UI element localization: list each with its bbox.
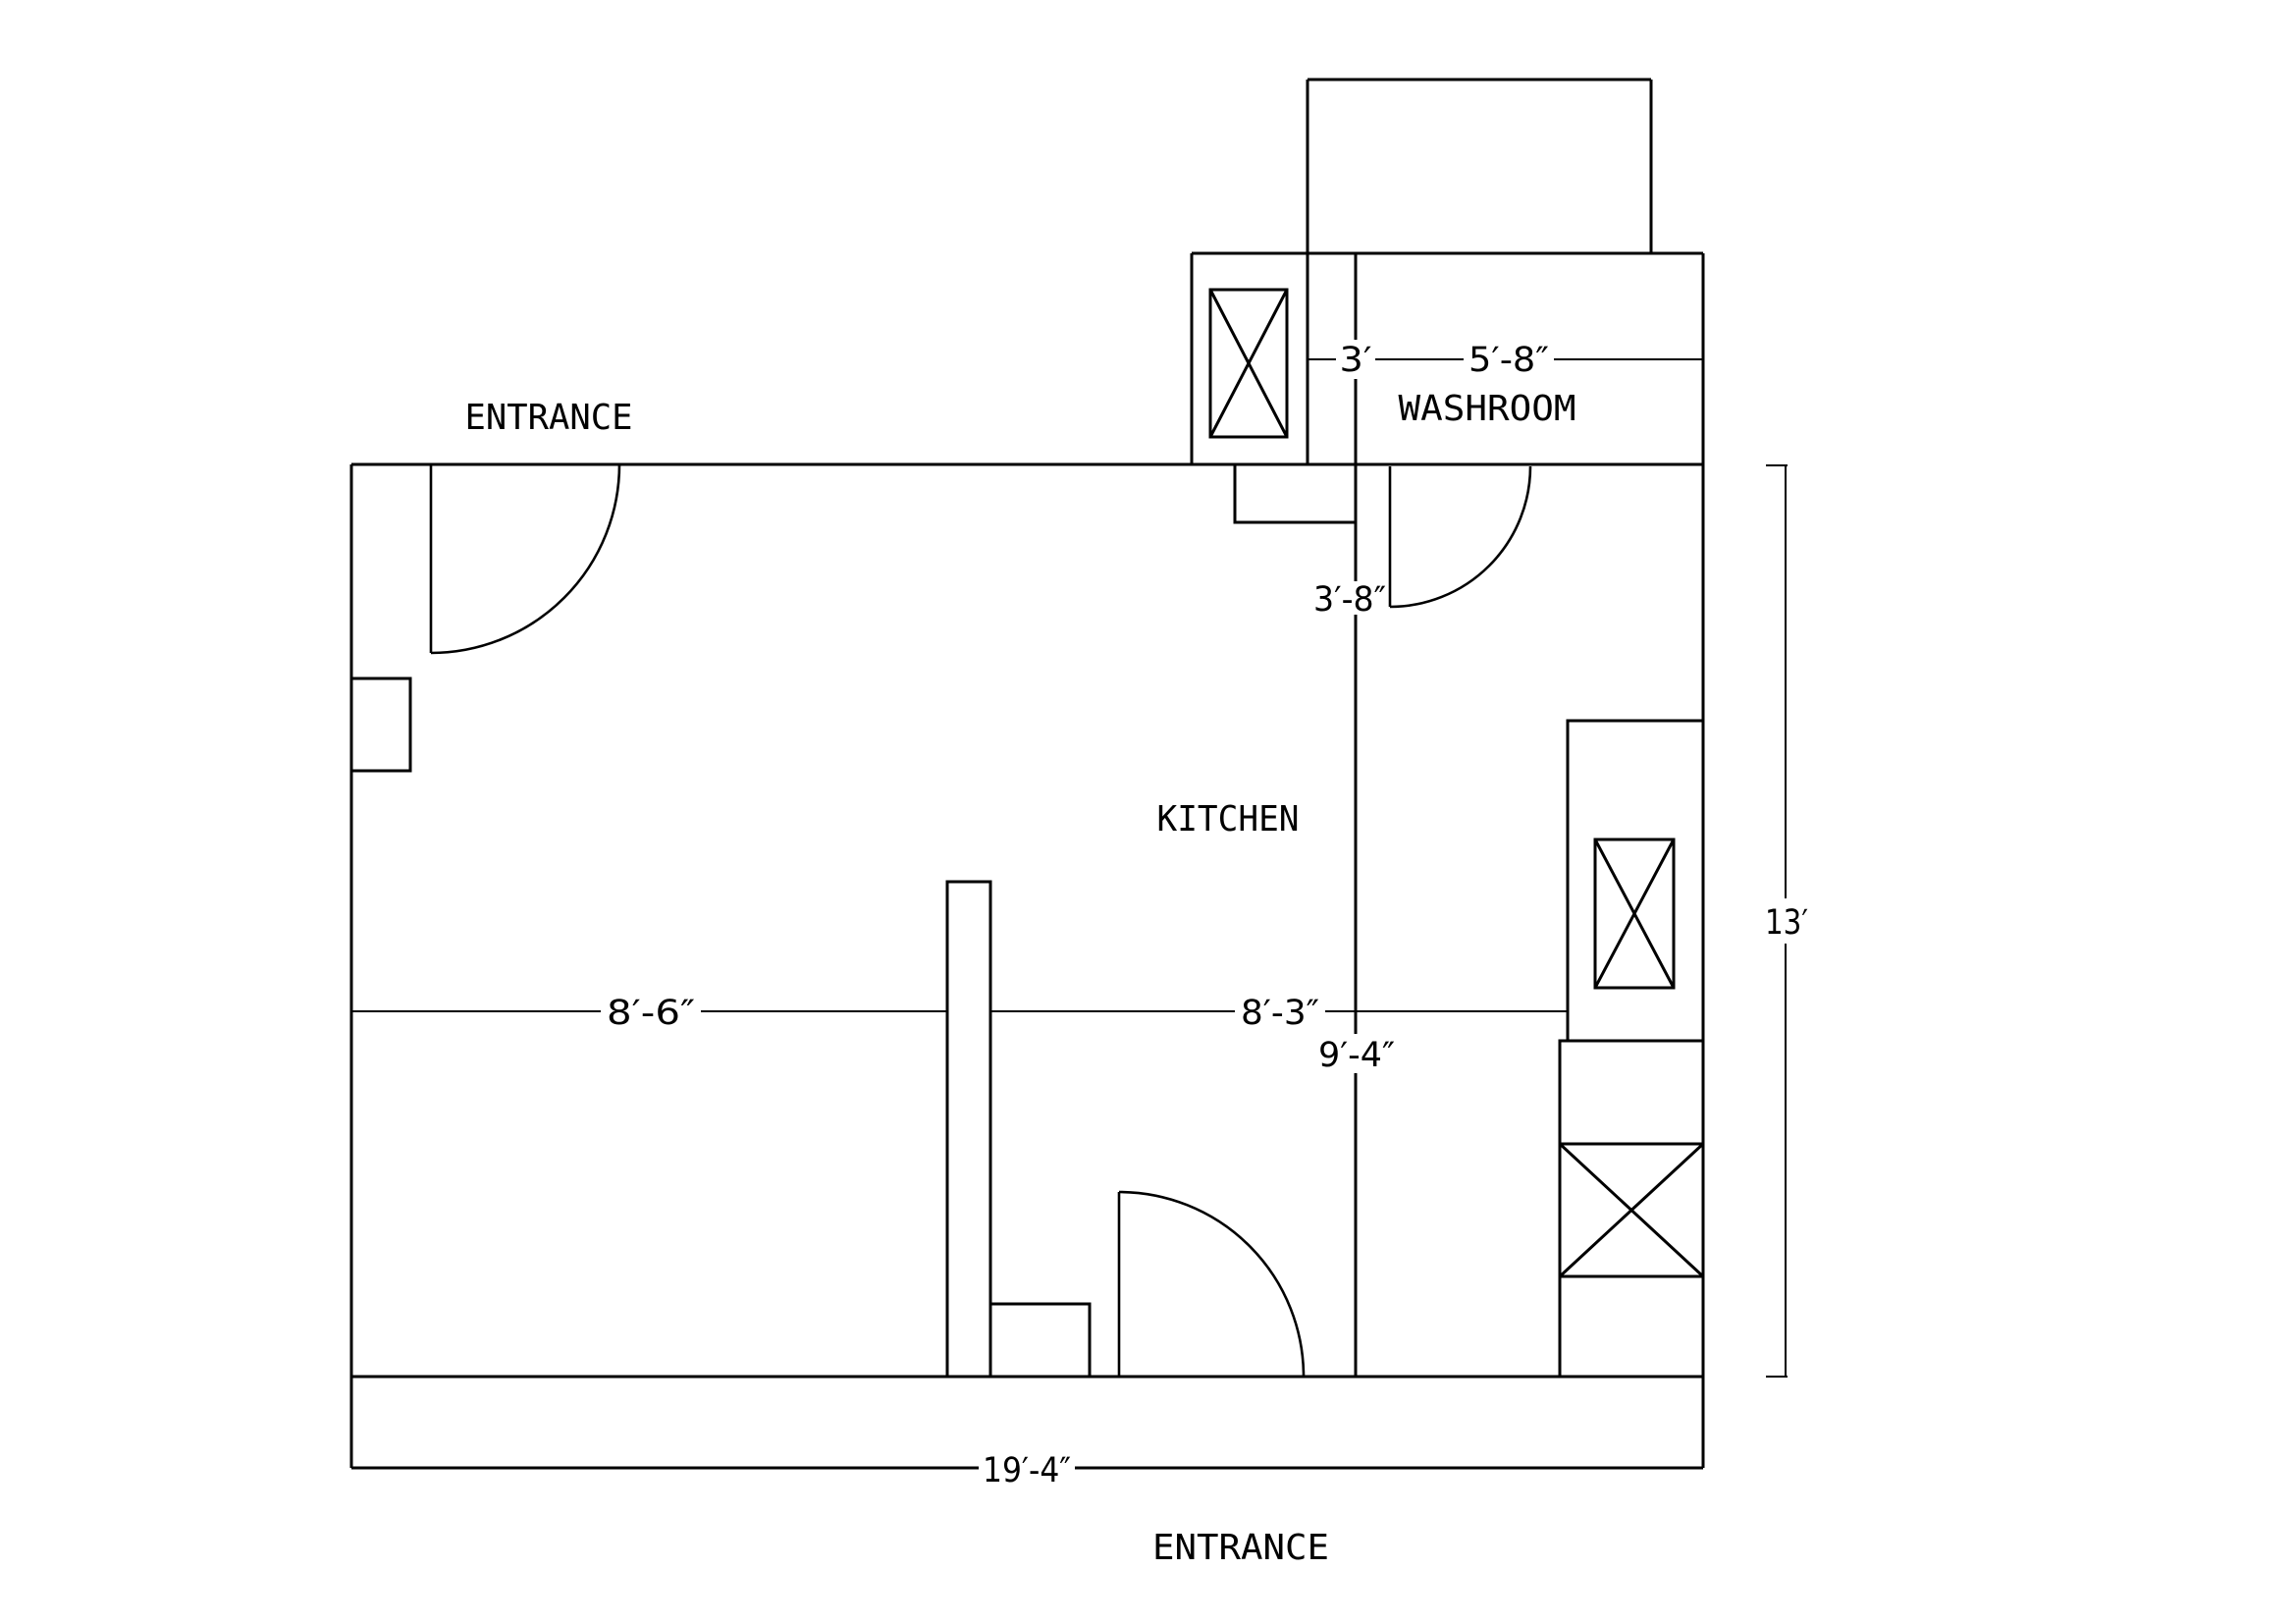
dim-label-8-6: 8′-6″ [607,994,695,1033]
dim-label-9-4-mask [1314,1034,1399,1073]
washroom-door-swing-arc [1389,465,1532,609]
washroom-fan-unit [1208,288,1289,439]
dim-label-13ft: 13′ [1765,903,1808,943]
right-upper-fan-unit-cross [1593,839,1676,989]
dim-label-9-4: 9′-4″ [1318,1036,1395,1075]
dim-label-8-3: 8′-3″ [1241,994,1319,1033]
dim-label-3ft: 3′ [1340,341,1372,380]
island-column [945,880,992,1379]
dim-label-3ft-mask [1336,340,1375,379]
dim-label-5-8: 5′-8″ [1468,341,1549,380]
left-wall-niche [349,677,412,773]
label-washroom: WASHROOM [1399,389,1576,429]
right-upper-fan-unit [1593,838,1676,990]
right-lower-fan-unit [1558,1142,1705,1278]
washroom-fan-unit-cross [1208,289,1289,438]
plan-geometry: ENTRANCE WASHROOM KITCHEN ENTRANCE 3′ 5′-8″ 3′… [349,78,1812,1568]
dim-label-19-4-mask [979,1450,1075,1486]
bottom-door-side-cabinet [988,1302,1092,1379]
dim-label-3-8-mask [1312,581,1387,615]
entrance-door-bottom-swing-arc [1118,1190,1306,1378]
dim-label-13ft-mask [1761,898,1812,944]
right-lower-fan-unit-cross [1558,1142,1705,1278]
label-entrance-top: ENTRANCE [465,398,633,438]
dim-label-8-3-mask [1235,993,1325,1030]
right-upper-cabinet [1566,719,1705,1043]
dim-label-8-6-mask [601,993,701,1030]
label-kitchen: KITCHEN [1157,799,1300,839]
dim-label-3-8: 3′-8″ [1313,580,1386,620]
dim-label-5-8-mask [1464,340,1554,379]
dim-label-19-4: 19′-4″ [983,1451,1071,1490]
entrance-door-top-left-swing-arc [430,463,621,655]
label-entrance-bottom: ENTRANCE [1152,1528,1329,1568]
washroom-under-cabinet [1233,462,1358,524]
